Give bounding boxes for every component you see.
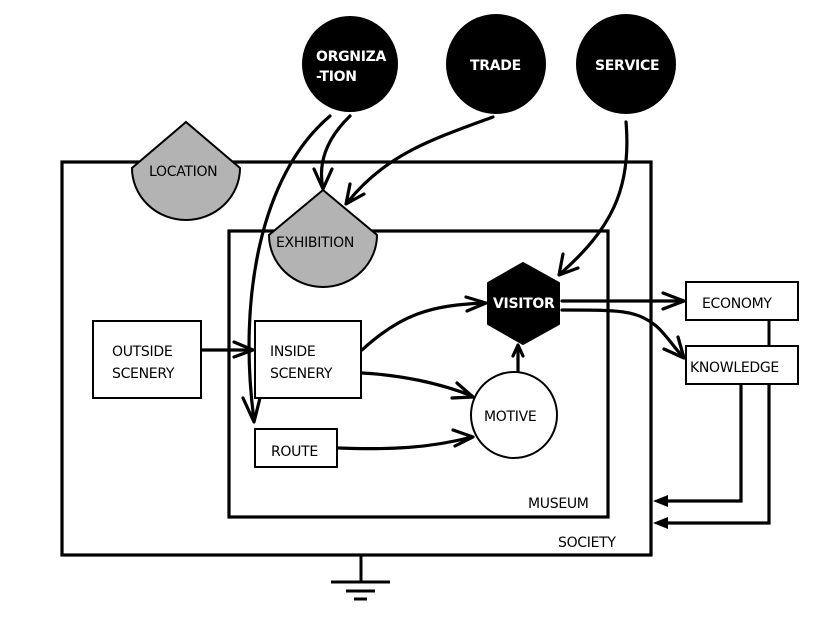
arrowhead [232,340,255,359]
service-label: SERVICE [595,58,659,74]
economy-label: ECONOMY [702,296,772,312]
arrowhead [661,291,686,311]
edge-inside-motive [360,371,474,398]
ground-icon [331,556,390,601]
location-shield: LOCATION [130,120,242,221]
economy-node: ECONOMY [685,281,799,321]
outside-scenery-node: OUTSIDE SCENERY [92,320,202,399]
inside-scenery-node: INSIDE SCENERY [254,320,362,399]
organization-node: ORGNIZA -TION [302,16,398,112]
edge-knowledge-society [660,383,743,503]
location-label: LOCATION [149,164,217,180]
museum-container [227,229,610,519]
edge-inside-visitor [360,301,487,352]
edge-organization-exhibition [319,114,352,190]
exhibition-shield: EXHIBITION [267,188,379,288]
visitor-label: VISITOR [493,296,555,312]
edge-visitor-knowledge [560,308,685,359]
trade-node: TRADE [446,14,546,114]
arrowhead [653,495,668,507]
service-node: SERVICE [576,14,676,114]
knowledge-label: KNOWLEDGE [690,360,779,376]
society-label: SOCIETY [558,535,616,551]
visitor-node: VISITOR [487,262,560,345]
edge-economy-society [660,383,771,525]
edge-service-visitor [558,120,629,276]
route-label: ROUTE [271,444,318,460]
arrowhead [451,428,475,448]
route-node: ROUTE [254,428,338,468]
arrowhead [662,335,686,360]
organization-label-line2: -TION [316,69,357,85]
outside-scenery-label-line1: OUTSIDE [112,344,172,360]
knowledge-node: KNOWLEDGE [685,345,799,385]
motive-label: MOTIVE [484,409,536,425]
organization-label-line1: ORGNIZA [316,49,386,65]
edge-trade-exhibition [345,115,495,205]
arrowhead [653,517,668,529]
inside-scenery-label-line2: SCENERY [270,366,333,382]
arrowhead [464,295,488,313]
edge-route-motive [336,435,474,451]
society-container [60,160,653,557]
exhibition-label: EXHIBITION [276,235,354,251]
edge-organization-route [247,114,332,422]
motive-node: MOTIVE [470,371,558,459]
trade-label: TRADE [470,58,521,74]
arrowhead [241,396,262,424]
inside-scenery-label-line1: INSIDE [270,344,315,360]
arrowhead [511,343,525,358]
arrowhead [557,252,580,277]
museum-label: MUSEUM [528,496,589,512]
outside-scenery-label-line2: SCENERY [112,366,175,382]
arrowhead [344,182,366,206]
arrowhead [450,381,475,400]
